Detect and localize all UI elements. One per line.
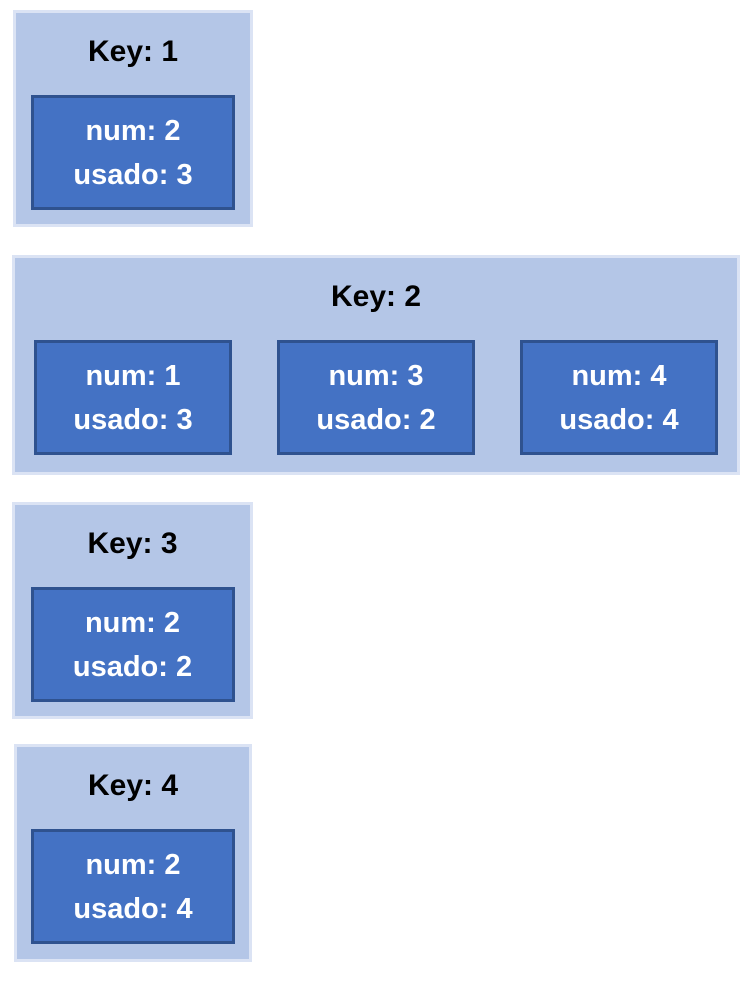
- bucket-entries-row: num: 2 usado: 4: [17, 829, 249, 944]
- bucket-key-title: Key: 1: [87, 35, 179, 68]
- bucket-group-key-2: Key: 2 num: 1 usado: 3 num: 3 usado: 2 n…: [12, 255, 740, 475]
- bucket-key-title: Key: 4: [87, 769, 179, 802]
- bucket-key-title: Key: 2: [330, 280, 422, 313]
- entry-box: num: 2 usado: 3: [31, 95, 235, 210]
- entry-usado-label: usado: 2: [72, 650, 193, 683]
- entry-box: num: 3 usado: 2: [277, 340, 475, 455]
- bucket-entries-row: num: 2 usado: 2: [15, 587, 250, 702]
- bucket-group-key-1: Key: 1 num: 2 usado: 3: [13, 10, 253, 227]
- entry-usado-label: usado: 4: [73, 892, 193, 925]
- entry-num-label: num: 1: [85, 359, 181, 392]
- bucket-key-title: Key: 3: [87, 527, 178, 560]
- entry-box: num: 4 usado: 4: [520, 340, 718, 455]
- entry-box: num: 1 usado: 3: [34, 340, 232, 455]
- entry-num-label: num: 4: [571, 359, 667, 392]
- entry-num-label: num: 2: [84, 606, 181, 639]
- entry-usado-label: usado: 2: [316, 403, 436, 436]
- entry-usado-label: usado: 3: [73, 158, 193, 191]
- entry-num-label: num: 3: [328, 359, 424, 392]
- bucket-group-key-4: Key: 4 num: 2 usado: 4: [14, 744, 252, 962]
- entry-num-label: num: 2: [85, 848, 181, 881]
- entry-usado-label: usado: 4: [559, 403, 679, 436]
- entry-num-label: num: 2: [85, 114, 181, 147]
- bucket-entries-row: num: 2 usado: 3: [16, 95, 250, 210]
- entry-box: num: 2 usado: 2: [30, 587, 235, 702]
- entry-box: num: 2 usado: 4: [31, 829, 235, 944]
- bucket-entries-row: num: 1 usado: 3 num: 3 usado: 2 num: 4 u…: [15, 340, 737, 455]
- entry-usado-label: usado: 3: [73, 403, 193, 436]
- bucket-group-key-3: Key: 3 num: 2 usado: 2: [12, 502, 253, 719]
